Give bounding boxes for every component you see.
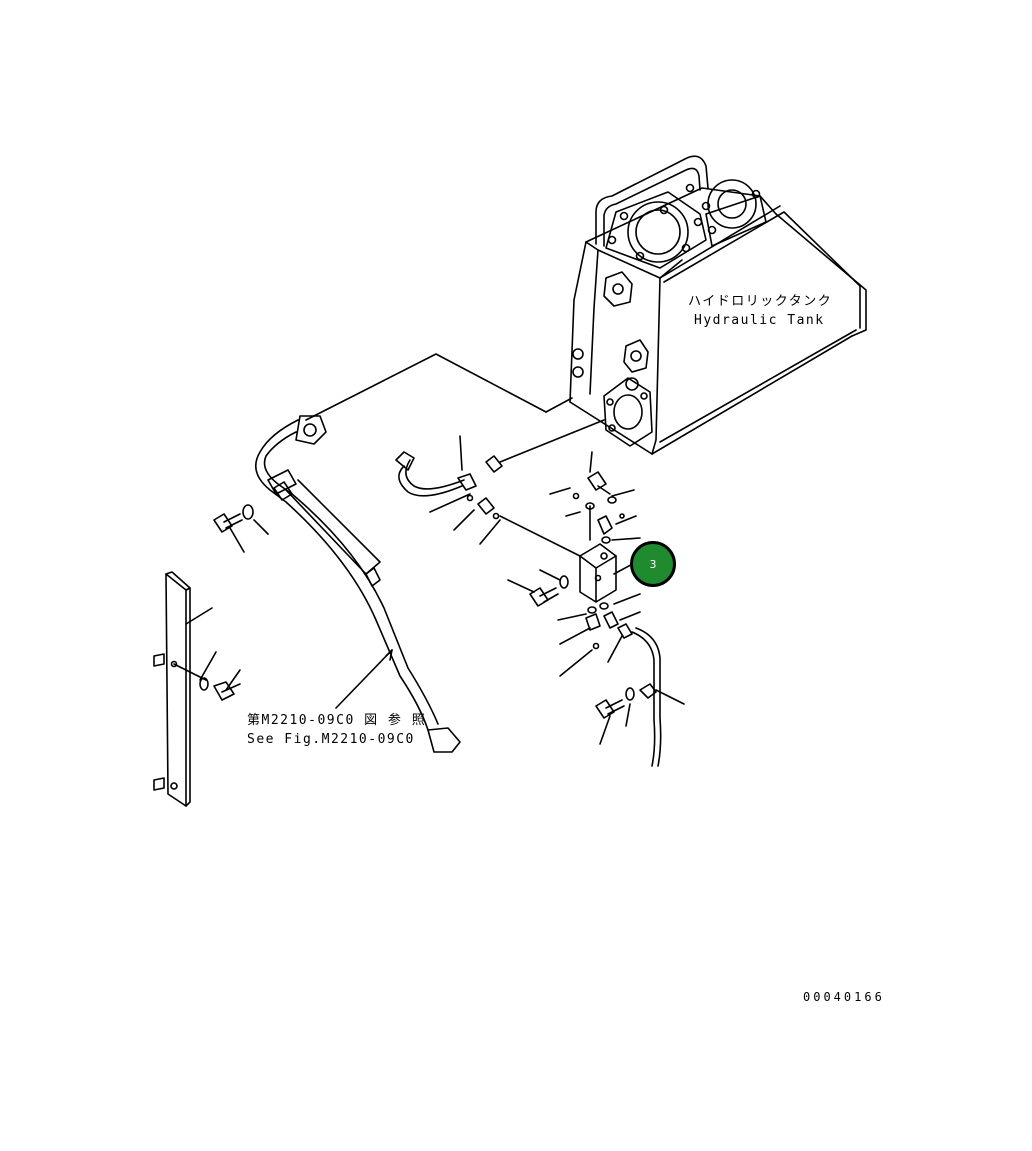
figure-reference-english: See Fig.M2210-09C0 [247, 732, 415, 747]
valve-block [507, 451, 685, 767]
bolt-washer-left [213, 504, 269, 553]
tank-label-english: Hydraulic Tank [694, 313, 825, 328]
mounting-bracket [153, 571, 241, 807]
figure-code: 00040166 [803, 990, 885, 1004]
center-hose [395, 419, 605, 557]
callout-3[interactable]: 3 [630, 541, 676, 587]
hydraulic-tank [305, 155, 867, 455]
tank-label-japanese: ハイドロリックタンク [688, 294, 833, 309]
figure-reference-japanese: 第M2210-09C0 図 参 照 [247, 713, 427, 728]
suction-hose [254, 415, 461, 753]
